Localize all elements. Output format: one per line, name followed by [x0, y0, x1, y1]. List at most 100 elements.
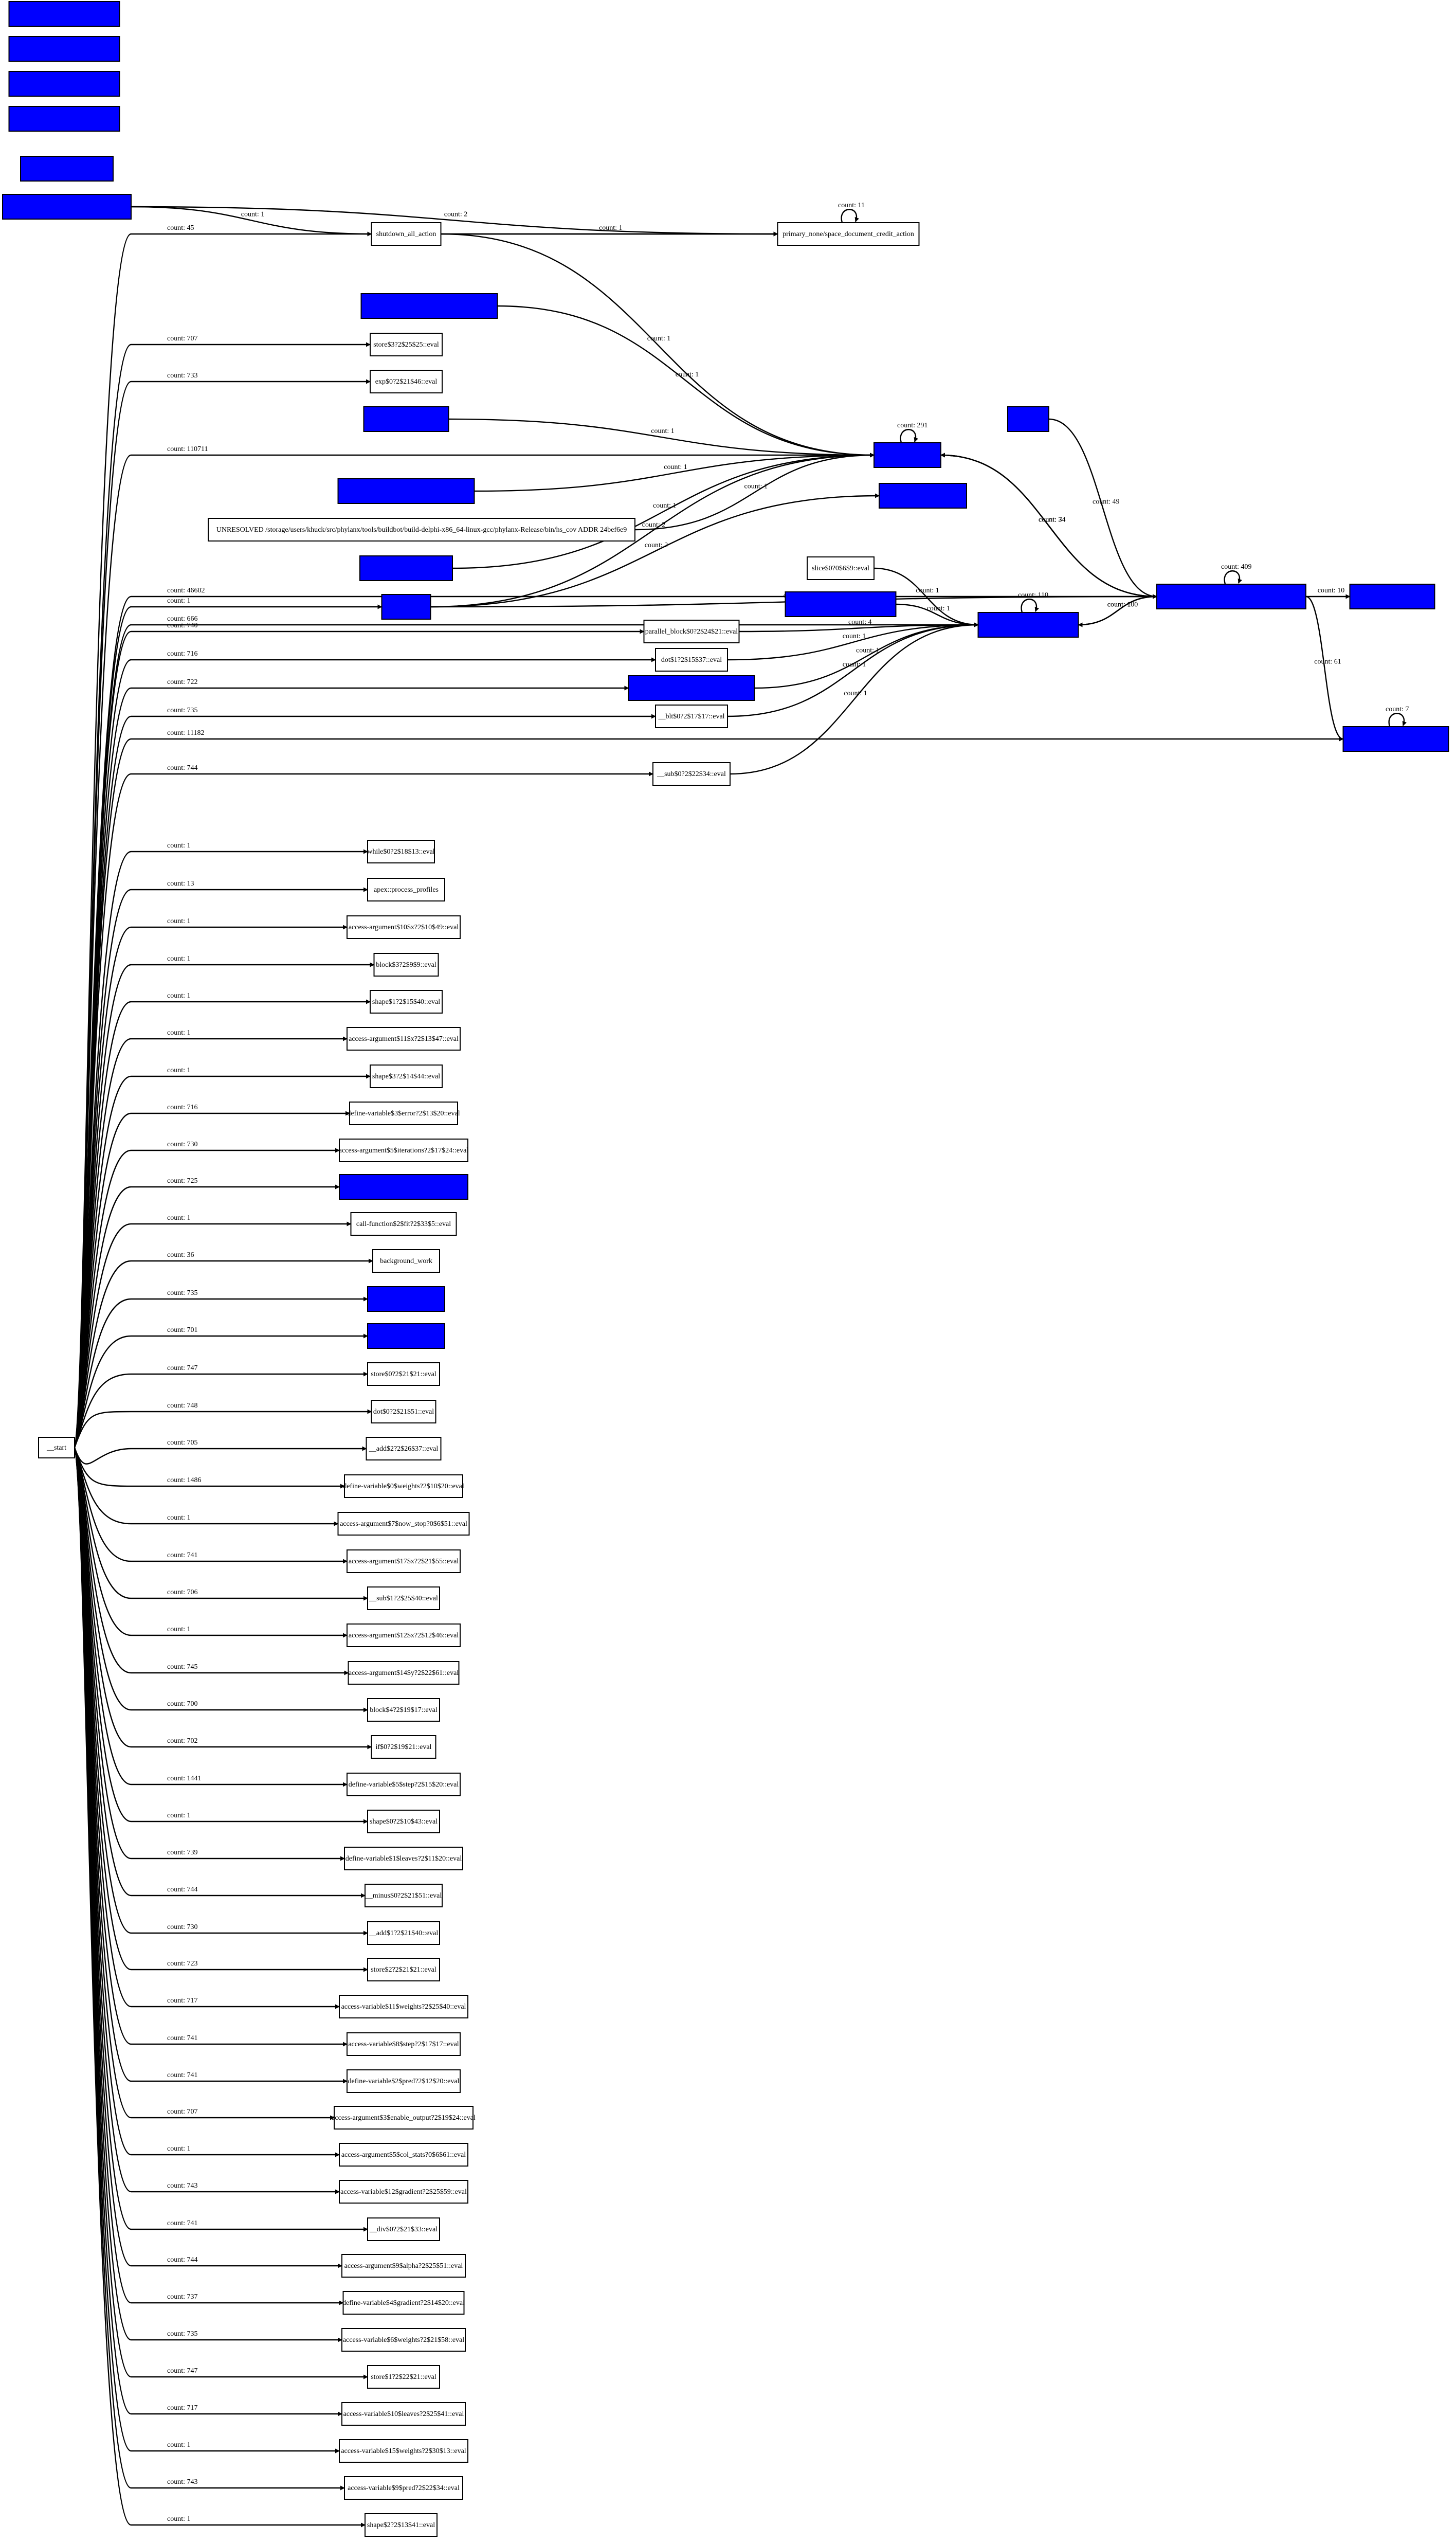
graph-node-if: if$0?2$19$21::eval: [371, 1735, 436, 1759]
node-box: [371, 1400, 436, 1423]
edge-count-label: count: 735: [167, 2330, 198, 2338]
graph-node-store3: store$3?2$25$25::eval: [370, 333, 443, 356]
node-label: access-variable$10$leaves?2$25$41::eval: [343, 2410, 464, 2418]
node-label: access-argument$9$alpha?2$25$51::eval: [344, 2262, 463, 2270]
edge-count-label: count: 744: [167, 2256, 198, 2264]
edge-count-label: count: 741: [167, 2071, 198, 2079]
node-label: shape$3?2$14$44::eval: [372, 1073, 440, 1080]
edge-start-to-av8: [74, 1447, 348, 2047]
graph-node-shape1: shape$1?2$15$40::eval: [370, 990, 443, 1014]
node-label: define-variable$0$weights?2$10$20::eval: [343, 1483, 464, 1490]
edge-count-label: count: 747: [167, 2367, 198, 2375]
edge-start-to-dot1: [74, 657, 656, 1448]
node-label: access-argument$12$x?2$12$46::eval: [349, 1632, 459, 1639]
edge-count-label: count: 725: [167, 1177, 198, 1185]
node-box: [370, 1064, 443, 1088]
node-label: access-argument$3$enable_output?2$19$24:…: [332, 2114, 476, 2122]
graph-node-block3: block$3?2$9$9::eval: [373, 953, 439, 977]
graph-node-b1: [8, 1, 120, 27]
node-label: access-argument$14$y?2$22$61::eval: [349, 1669, 459, 1677]
edge-start-to-store3: [74, 342, 371, 1448]
edge-start-to-hubC: [74, 622, 979, 1448]
node-box: [371, 1735, 436, 1759]
edge-count-label: count: 730: [167, 1141, 198, 1148]
graph-node-av8: access-variable$8$step?2$17$17::eval: [347, 2032, 461, 2056]
edge-start-to-aa3: [74, 1447, 335, 2120]
graph-node-sub0: __sub$0?2$22$34::eval: [652, 762, 731, 786]
edge-count-label: count: 700: [167, 1700, 198, 1708]
edge-count-label: count: 100: [1107, 601, 1138, 609]
edge-start-to-av12: [74, 1447, 340, 2194]
edge-count-label: count: 1: [167, 1067, 191, 1074]
node-box: [339, 2180, 468, 2204]
edge-count-label: count: 1: [676, 371, 699, 378]
graph-node-b9: [337, 478, 475, 504]
graph-node-slice: slice$0?0$6$9::eval: [807, 556, 875, 580]
graph-node-av6: access-variable$6$weights?2$21$58::eval: [341, 2328, 466, 2352]
edge-count-label: count: 1: [167, 992, 191, 1000]
node-box: [371, 222, 442, 246]
graph-node-store0: store$0?2$21$21::eval: [367, 1362, 440, 1386]
edge-count-label: count: 707: [167, 335, 198, 342]
node-box: [367, 1921, 440, 1945]
node-box: [977, 612, 1079, 638]
edge-count-label: count: 735: [167, 707, 198, 714]
edge-count-label: count: 13: [167, 880, 194, 888]
node-box: [344, 2476, 463, 2500]
edge-count-label: count: 739: [167, 1849, 198, 1856]
edge-start-to-dv3: [74, 1111, 350, 1448]
edge-start-to-aa12: [74, 1447, 348, 1638]
edge-start-to-hubB: [74, 594, 1157, 1448]
node-box: [334, 2106, 474, 2130]
edge-sub0-to-hubC: [730, 622, 979, 775]
node-box: [365, 1884, 443, 1907]
edge-start-to-b18: [74, 1296, 368, 1448]
edge-b6-to-primary: [131, 206, 778, 237]
node-box: [1342, 726, 1449, 752]
edge-count-label: count: 716: [167, 650, 198, 658]
node-box: [1007, 406, 1049, 432]
edge-start-to-shape0: [74, 1447, 368, 1824]
edge-count-label: count: 45: [167, 224, 194, 232]
edge-count-label: count: 291: [897, 422, 928, 429]
node-box: [367, 1810, 440, 1833]
graph-node-unresolved: UNRESOLVED /storage/users/khuck/src/phyl…: [208, 518, 635, 542]
graph-node-b7: [360, 293, 498, 319]
node-label: __add$1?2$21$40::eval: [369, 1929, 439, 1937]
edge-count-label: count: 706: [167, 1589, 198, 1596]
node-box: [8, 71, 120, 97]
edge-count-label: count: 1: [167, 1029, 191, 1037]
node-label: parallel_block$0?2$24$21::eval: [645, 628, 738, 636]
edge-start-to-aa17: [74, 1447, 348, 1564]
node-box: [337, 478, 475, 504]
edge-count-label: count: 1: [167, 1626, 191, 1633]
node-label: access-variable$12$gradient?2$25$59::eva…: [340, 2188, 467, 2196]
node-label: shutdown_all_action: [376, 230, 436, 238]
graph-node-b15: [1349, 584, 1435, 609]
edge-count-label: count: 4: [848, 619, 872, 626]
node-box: [339, 1995, 468, 2018]
graph-node-block4: block$4?2$19$17::eval: [367, 1698, 440, 1722]
edge-count-label: count: 1: [167, 1812, 191, 1819]
edge-count-label: count: 49: [1093, 498, 1120, 506]
edge-count-label: count: 1: [167, 2145, 191, 2153]
edge-hubB-to-hubA: [940, 453, 1157, 598]
edge-start-to-apex: [74, 887, 368, 1448]
graph-node-b2: [8, 36, 120, 62]
graph-node-b10: [359, 555, 453, 581]
node-label: dot$0?2$21$51::eval: [373, 1408, 434, 1416]
graph-node-aa17: access-argument$17$x?2$21$55::eval: [347, 1549, 461, 1573]
edge-count-label: count: 1: [916, 587, 939, 594]
edge-start-to-div: [74, 1447, 368, 2232]
edge-unresolved-to-hubA: [634, 453, 875, 531]
node-label: define-variable$2$pred?2$12$20::eval: [348, 2078, 460, 2085]
node-box: [655, 705, 728, 728]
graph-node-b3: [8, 71, 120, 97]
node-label: __div$0?2$21$33::eval: [369, 2226, 438, 2233]
node-box: [337, 1512, 470, 1536]
edge-count-label: count: 1: [167, 842, 191, 850]
graph-node-hubD: [1342, 726, 1449, 752]
edge-start-to-aa14: [74, 1447, 349, 1675]
node-label: UNRESOLVED /storage/users/khuck/src/phyl…: [216, 526, 627, 534]
graph-node-av15: access-variable$15$weights?2$30$13::eval: [339, 2439, 468, 2463]
